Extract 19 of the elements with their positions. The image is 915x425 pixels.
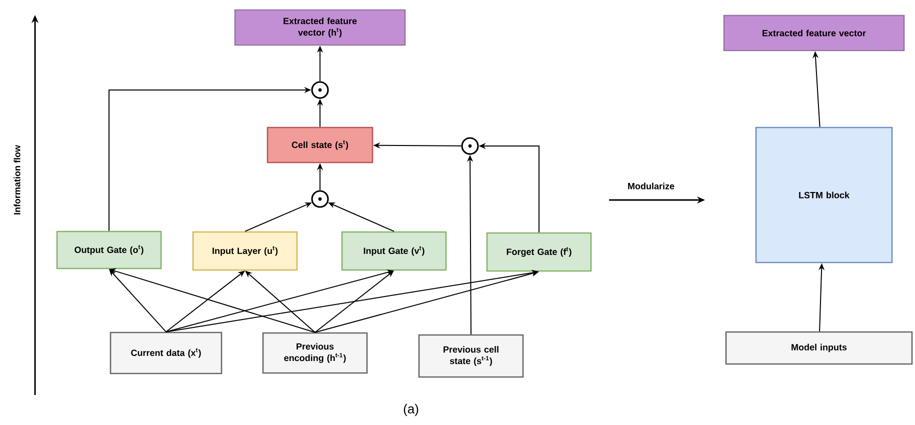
multiply-circle xyxy=(311,190,329,208)
output-box: Extracted feature vector (h$^{t}$) xyxy=(234,9,406,46)
axis-label: Modularize xyxy=(628,182,674,190)
input-box: Model inputs xyxy=(725,331,913,365)
block-box: LSTM block xyxy=(755,126,893,264)
input-box: Previous encoding (h$^{t-1}$) xyxy=(262,332,368,374)
gate-box: Input Gate (v$^{t}$) xyxy=(341,231,447,271)
multiply-circle xyxy=(311,81,329,99)
arrow xyxy=(245,270,316,333)
axis-label: Information flow xyxy=(14,144,20,214)
input-box: Current data (x$^{t}$) xyxy=(110,332,222,374)
gate-box: Forget Gate (f$^{t}$) xyxy=(486,232,592,272)
caption: (a) xyxy=(404,404,418,416)
cell-state-box: Cell state (s$^{t}$) xyxy=(266,126,374,164)
multiply-circle xyxy=(461,137,479,155)
output-box: Extracted feature vector xyxy=(723,14,905,52)
layer-box: Input Layer (u$^{t}$) xyxy=(192,231,298,271)
input-box: Previous cell state (s$^{t-1}$) xyxy=(418,334,524,378)
gate-box: Output Gate (o$^{t}$) xyxy=(56,230,162,270)
